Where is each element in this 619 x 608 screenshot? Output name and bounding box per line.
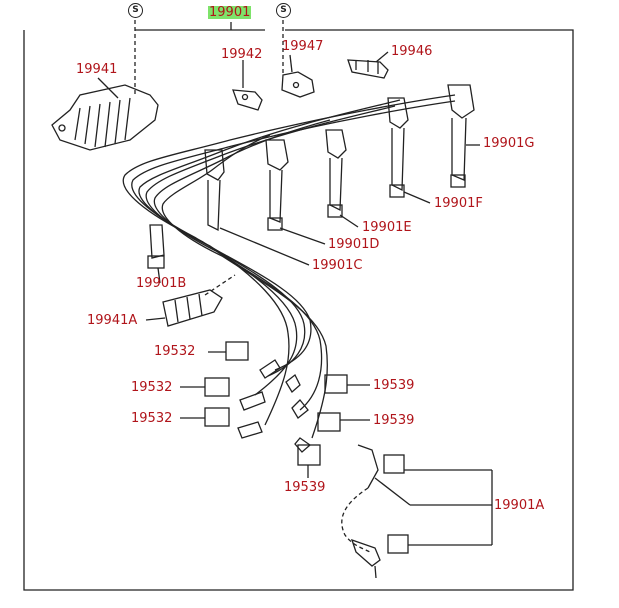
part-label-19539-c[interactable]: 19539 bbox=[284, 480, 326, 495]
part-label-19941[interactable]: 19941 bbox=[76, 62, 118, 77]
part-label-19532-b[interactable]: 19532 bbox=[131, 380, 173, 395]
part-label-19947[interactable]: 19947 bbox=[282, 39, 324, 54]
part-label-19901C[interactable]: 19901C bbox=[312, 258, 363, 273]
part-19532-c bbox=[180, 407, 230, 427]
part-19539-a bbox=[324, 374, 370, 394]
part-19539-b bbox=[317, 412, 370, 432]
part-label-19901G[interactable]: 19901G bbox=[483, 136, 535, 151]
part-19941-clamp bbox=[51, 84, 159, 151]
part-label-19901E[interactable]: 19901E bbox=[362, 220, 412, 235]
part-label-19901A[interactable]: 19901A bbox=[494, 498, 545, 513]
wire-bundle bbox=[122, 94, 456, 439]
part-19901A-lead bbox=[341, 444, 493, 579]
boot-19901B bbox=[147, 224, 165, 269]
boot-19901D bbox=[265, 139, 289, 231]
part-label-19901[interactable]: 19901 bbox=[208, 5, 252, 20]
part-label-19539-b[interactable]: 19539 bbox=[373, 413, 415, 428]
part-19946-clip bbox=[347, 59, 389, 79]
part-19941A-bracket bbox=[162, 274, 236, 327]
part-19532-a bbox=[208, 341, 249, 361]
part-label-19901F[interactable]: 19901F bbox=[434, 196, 483, 211]
frame-border bbox=[23, 29, 574, 591]
symbol-marker-right: S bbox=[276, 3, 291, 18]
part-label-19941A[interactable]: 19941A bbox=[87, 313, 138, 328]
part-label-19901D[interactable]: 19901D bbox=[328, 237, 380, 252]
part-19539-c bbox=[297, 444, 321, 478]
part-label-19532-a[interactable]: 19532 bbox=[154, 344, 196, 359]
part-label-19946[interactable]: 19946 bbox=[391, 44, 433, 59]
boot-19901E bbox=[325, 129, 347, 218]
boot-19901G bbox=[447, 84, 475, 188]
boot-19901C bbox=[204, 149, 225, 232]
part-19532-b bbox=[180, 377, 230, 397]
part-label-19539-a[interactable]: 19539 bbox=[373, 378, 415, 393]
part-label-19532-c[interactable]: 19532 bbox=[131, 411, 173, 426]
part-label-19942[interactable]: 19942 bbox=[221, 47, 263, 62]
symbol-marker-left: S bbox=[128, 3, 143, 18]
part-19942-clip bbox=[232, 89, 263, 111]
part-19947-clip bbox=[281, 71, 315, 98]
boot-19901F bbox=[387, 97, 409, 198]
part-label-19901B[interactable]: 19901B bbox=[136, 276, 187, 291]
